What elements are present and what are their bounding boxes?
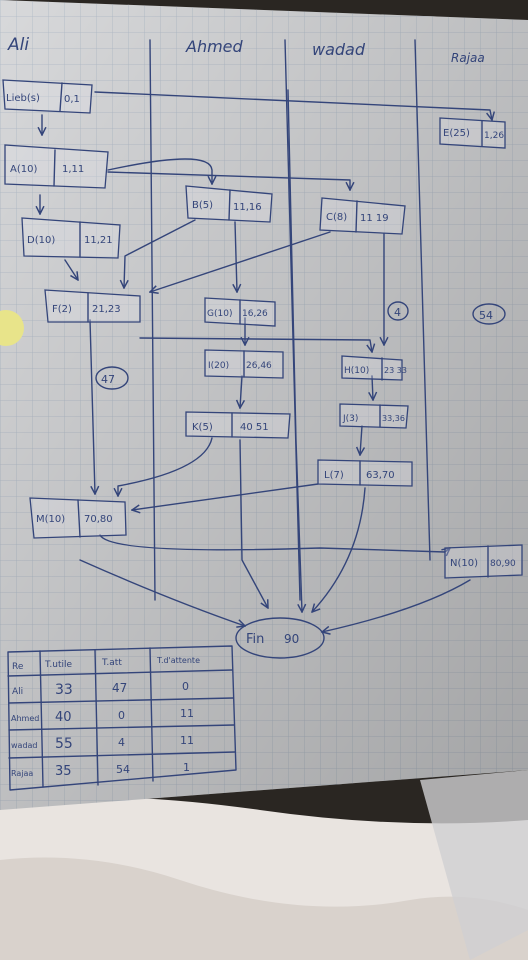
svg-text:23 33: 23 33 bbox=[384, 366, 407, 375]
svg-text:T.d'attente: T.d'attente bbox=[156, 656, 200, 665]
svg-text:0: 0 bbox=[182, 680, 189, 693]
task-c: C(8) 11 19 bbox=[319, 197, 406, 235]
task-l: L(7) 63,70 bbox=[317, 459, 413, 487]
task-f: F(2) 21,23 bbox=[44, 289, 141, 323]
notebook-page bbox=[0, 0, 528, 810]
svg-text:11,21: 11,21 bbox=[84, 235, 113, 246]
table-row: Rajaa 35 54 1 bbox=[11, 761, 190, 779]
svg-text:80,90: 80,90 bbox=[490, 559, 516, 569]
dependency-arrows bbox=[40, 89, 492, 632]
task-n: N(10) 80,90 bbox=[444, 544, 523, 579]
column-header-ahmed: Ahmed bbox=[185, 37, 244, 56]
svg-text:54: 54 bbox=[116, 763, 130, 776]
svg-text:16,26: 16,26 bbox=[242, 309, 268, 319]
circled-note-rajaa: 54 bbox=[472, 303, 506, 325]
svg-text:40 51: 40 51 bbox=[240, 422, 269, 433]
svg-text:N(10): N(10) bbox=[450, 558, 478, 569]
svg-text:wadad: wadad bbox=[11, 741, 38, 750]
svg-text:90: 90 bbox=[284, 632, 299, 646]
svg-text:C(8): C(8) bbox=[326, 212, 347, 223]
svg-text:35: 35 bbox=[55, 764, 72, 779]
table-row: Ahmed 40 0 11 bbox=[11, 707, 194, 725]
svg-text:47: 47 bbox=[112, 681, 127, 695]
svg-text:K(5): K(5) bbox=[192, 422, 213, 433]
svg-text:E(25): E(25) bbox=[443, 128, 470, 139]
svg-text:G(10): G(10) bbox=[207, 309, 232, 319]
svg-text:0: 0 bbox=[118, 709, 125, 722]
svg-text:33,36: 33,36 bbox=[382, 414, 405, 423]
svg-text:T.att: T.att bbox=[101, 658, 122, 668]
task-k: K(5) 40 51 bbox=[185, 411, 291, 439]
svg-text:B(5): B(5) bbox=[192, 200, 213, 211]
task-fin: Fin 90 bbox=[235, 617, 325, 659]
svg-text:1: 1 bbox=[183, 761, 190, 774]
svg-text:Ahmed: Ahmed bbox=[11, 714, 39, 723]
circled-note-wadad: 4 bbox=[387, 301, 409, 321]
table-row: wadad 55 4 11 bbox=[11, 734, 194, 752]
column-headers: Ali Ahmed wadad Rajaa bbox=[7, 35, 485, 65]
svg-text:4: 4 bbox=[118, 736, 125, 749]
svg-text:40: 40 bbox=[55, 710, 72, 725]
svg-text:11,16: 11,16 bbox=[233, 202, 262, 213]
svg-text:I(20): I(20) bbox=[208, 361, 229, 371]
task-g: G(10) 16,26 bbox=[204, 297, 276, 327]
task-i: I(20) 26,46 bbox=[204, 349, 284, 379]
task-a: A(10) 1,11 bbox=[4, 144, 109, 189]
task-e: E(25) 1,26 bbox=[439, 117, 506, 149]
svg-text:33: 33 bbox=[55, 682, 73, 698]
column-header-wadad: wadad bbox=[312, 40, 366, 59]
table-row: Ali 33 47 0 bbox=[12, 680, 189, 698]
svg-text:26,46: 26,46 bbox=[246, 361, 272, 371]
circled-note-ali: 47 bbox=[95, 366, 129, 390]
svg-text:1,11: 1,11 bbox=[62, 164, 84, 175]
svg-text:21,23: 21,23 bbox=[92, 304, 121, 315]
svg-text:70,80: 70,80 bbox=[84, 514, 113, 525]
svg-text:J(3): J(3) bbox=[342, 414, 358, 424]
task-d: D(10) 11,21 bbox=[21, 217, 121, 259]
svg-text:11: 11 bbox=[180, 734, 194, 747]
task-j: J(3) 33,36 bbox=[339, 403, 409, 429]
svg-text:A(10): A(10) bbox=[10, 164, 37, 175]
svg-text:Fin: Fin bbox=[246, 632, 264, 647]
svg-text:1,26: 1,26 bbox=[484, 131, 504, 141]
table-header-row: Re T.utile T.att T.d'attente bbox=[12, 656, 200, 672]
svg-text:63,70: 63,70 bbox=[366, 470, 395, 481]
svg-text:Rajaa: Rajaa bbox=[11, 769, 33, 778]
svg-text:47: 47 bbox=[101, 373, 115, 386]
svg-text:4: 4 bbox=[394, 306, 401, 319]
svg-text:Lieb(s): Lieb(s) bbox=[6, 93, 40, 104]
svg-text:L(7): L(7) bbox=[324, 470, 344, 481]
svg-text:H(10): H(10) bbox=[344, 366, 369, 376]
svg-text:55: 55 bbox=[55, 736, 73, 752]
svg-text:M(10): M(10) bbox=[36, 514, 65, 525]
task-start: Lieb(s) 0,1 bbox=[2, 79, 93, 114]
svg-text:D(10): D(10) bbox=[27, 235, 55, 246]
task-h: H(10) 23 33 bbox=[341, 355, 407, 381]
column-header-ali: Ali bbox=[7, 35, 29, 55]
summary-table: Re T.utile T.att T.d'attente Ali 33 47 0… bbox=[7, 645, 237, 791]
task-m: M(10) 70,80 bbox=[29, 497, 127, 539]
column-header-rajaa: Rajaa bbox=[451, 51, 485, 65]
svg-text:54: 54 bbox=[479, 309, 493, 322]
svg-text:F(2): F(2) bbox=[52, 304, 72, 315]
punch-hole bbox=[0, 310, 24, 346]
svg-text:Ali: Ali bbox=[12, 687, 23, 697]
svg-text:0,1: 0,1 bbox=[64, 94, 80, 105]
task-b: B(5) 11,16 bbox=[185, 185, 273, 223]
svg-text:11: 11 bbox=[180, 707, 194, 720]
svg-text:11 19: 11 19 bbox=[360, 213, 389, 224]
svg-text:T.utile: T.utile bbox=[44, 660, 73, 670]
svg-text:Re: Re bbox=[12, 662, 24, 672]
